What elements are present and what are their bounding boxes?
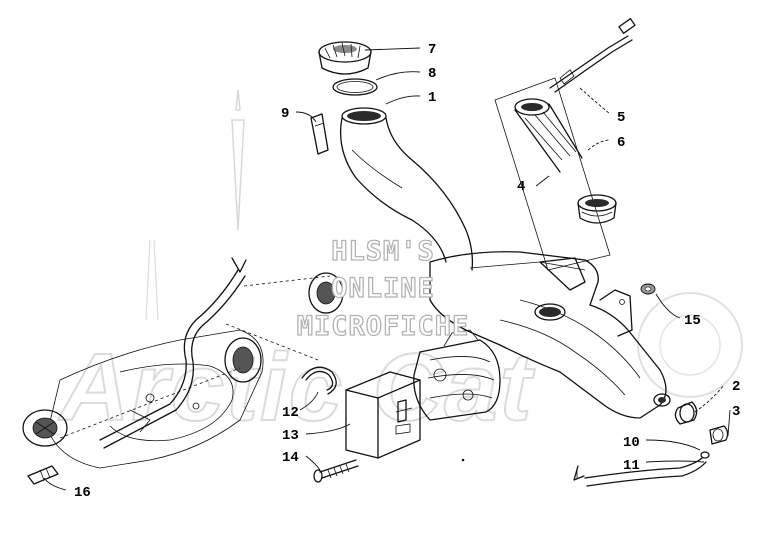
part-fuel-filter[interactable] [345, 371, 421, 459]
part-hose-clamp[interactable] [700, 451, 710, 459]
leader-lines [43, 47, 731, 491]
part-pump[interactable] [413, 329, 501, 421]
part-grommet[interactable] [640, 283, 656, 295]
callout-4[interactable]: 4 [517, 179, 525, 195]
part-cap-gasket[interactable] [332, 78, 378, 96]
watermark-line-3: MICROFICHE [297, 311, 470, 342]
callout-14[interactable]: 14 [282, 450, 299, 466]
callout-11[interactable]: 11 [623, 458, 640, 474]
part-fuel-hose-right[interactable] [573, 457, 707, 487]
callout-labels: 7 8 1 9 5 6 4 15 2 3 10 11 12 13 14 16 [74, 42, 740, 501]
watermark-line-2: ONLINE [331, 273, 435, 304]
part-clip[interactable] [310, 113, 329, 155]
callout-3[interactable]: 3 [732, 404, 740, 420]
part-fitting[interactable] [709, 425, 729, 445]
callout-2[interactable]: 2 [732, 379, 740, 395]
part-fuel-tank[interactable] [339, 107, 671, 419]
part-fuel-sender[interactable] [494, 18, 636, 271]
part-clamp-ring[interactable] [301, 366, 337, 395]
debris-dot [461, 458, 465, 462]
part-fuel-cap[interactable] [318, 41, 372, 75]
callout-15[interactable]: 15 [684, 313, 701, 329]
callout-1[interactable]: 1 [428, 90, 436, 106]
part-outlet-cap[interactable] [674, 401, 698, 425]
callout-12[interactable]: 12 [282, 405, 299, 421]
callout-8[interactable]: 8 [428, 66, 436, 82]
part-screw[interactable] [313, 459, 359, 483]
callout-16[interactable]: 16 [74, 485, 91, 501]
watermark-line-1: HLSM'S [331, 236, 435, 267]
callout-13[interactable]: 13 [282, 428, 299, 444]
part-fuel-line-fitting[interactable] [27, 465, 59, 485]
callout-10[interactable]: 10 [623, 435, 640, 451]
watermark: HLSM'S ONLINE MICROFICHE [296, 235, 470, 342]
callout-7[interactable]: 7 [428, 42, 436, 58]
callout-6[interactable]: 6 [617, 135, 625, 151]
callout-9[interactable]: 9 [281, 106, 289, 122]
callout-5[interactable]: 5 [617, 110, 625, 126]
part-intake-assembly[interactable] [22, 257, 344, 469]
